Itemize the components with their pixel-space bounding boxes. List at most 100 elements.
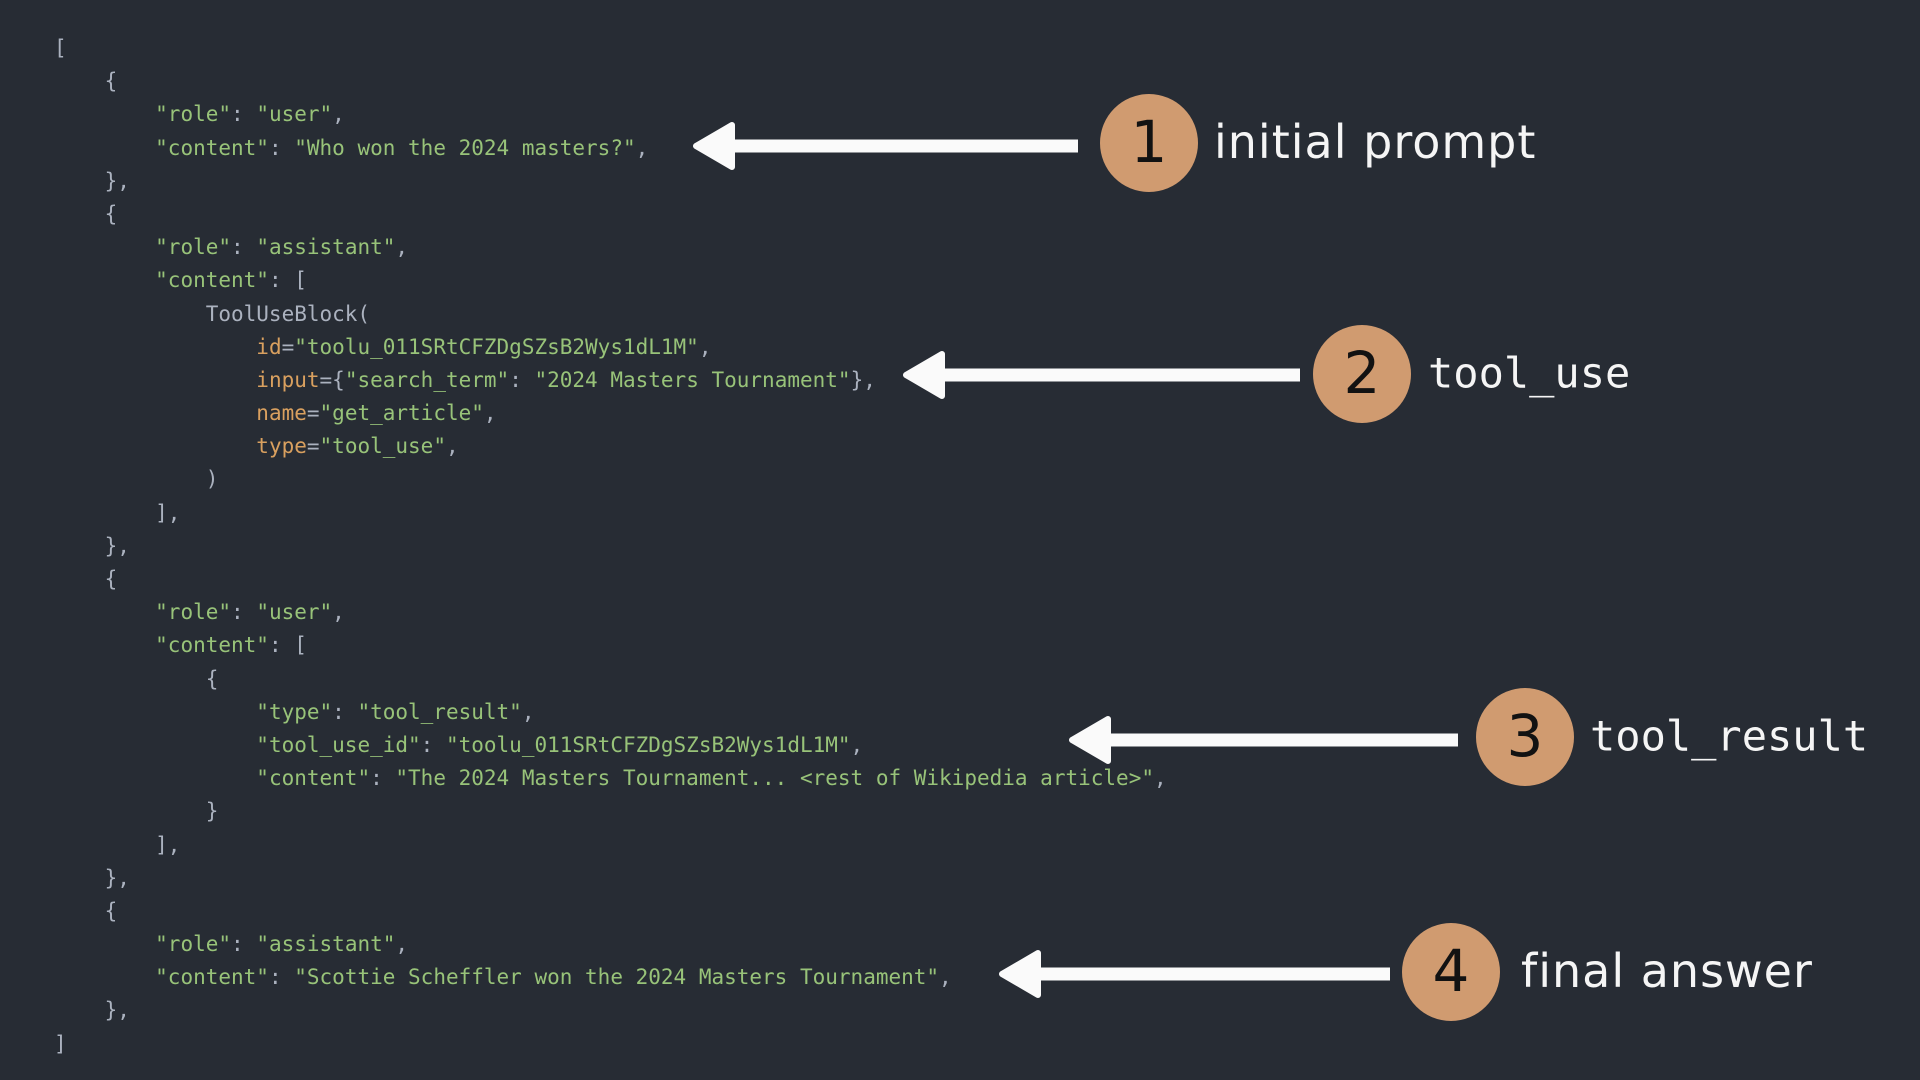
code-token: : <box>231 102 257 127</box>
code-token: { <box>54 69 118 94</box>
code-token: "role" <box>155 235 232 260</box>
code-token: "tool_use" <box>319 434 446 459</box>
code-line: "role": "assistant", <box>54 928 1167 961</box>
code-line: { <box>54 563 1167 596</box>
code-token: : <box>420 732 446 757</box>
code-token: , <box>850 732 864 757</box>
code-token: "tool_use_id" <box>256 732 421 757</box>
code-token: = <box>281 334 295 359</box>
annotation-arrow-3 <box>1069 716 1458 764</box>
code-token: "assistant" <box>256 235 396 260</box>
code-token: : [ <box>268 268 307 293</box>
code-token: ToolUseBlock( <box>54 301 371 326</box>
code-token: "toolu_011SRtCFZDgSZsB2Wys1dL1M" <box>294 334 699 359</box>
code-token: "toolu_011SRtCFZDgSZsB2Wys1dL1M" <box>445 732 851 757</box>
code-token: }, <box>54 865 130 890</box>
code-line: }, <box>54 862 1167 895</box>
code-token: "content" <box>155 965 269 990</box>
code-line: } <box>54 795 1167 828</box>
code-line: }, <box>54 994 1167 1027</box>
code-token: ], <box>54 832 181 857</box>
code-token: "content" <box>155 268 269 293</box>
code-line: "content": "Scottie Scheffler won the 20… <box>54 961 1167 994</box>
code-token: } <box>54 799 219 824</box>
code-token: , <box>483 401 497 426</box>
code-token: "Who won the 2024 masters?" <box>294 135 636 160</box>
code-token: }, <box>54 168 130 193</box>
code-token: , <box>521 699 535 724</box>
code-token: "2024 Masters Tournament" <box>534 367 851 392</box>
code-token: "tool_result" <box>357 699 522 724</box>
code-token: : <box>231 235 257 260</box>
annotation-arrow-1 <box>693 122 1078 170</box>
annotation-arrow-2 <box>903 351 1300 399</box>
code-line: type="tool_use", <box>54 430 1167 463</box>
code-token: "content" <box>155 135 269 160</box>
code-token: "type" <box>256 699 333 724</box>
code-token: , <box>332 102 345 127</box>
code-token: "user" <box>256 102 333 127</box>
code-token: : <box>370 766 396 791</box>
code-token: "Scottie Scheffler won the 2024 Masters … <box>294 965 940 990</box>
code-line: { <box>54 65 1167 98</box>
code-token: ={ <box>319 367 345 392</box>
code-token: [ <box>54 36 67 60</box>
code-token: : <box>231 600 257 625</box>
code-token: "role" <box>155 102 232 127</box>
code-token: , <box>395 235 409 260</box>
code-token: name <box>256 401 307 426</box>
code-token: id <box>256 334 282 359</box>
code-token: : <box>332 699 358 724</box>
code-line: "tool_use_id": "toolu_011SRtCFZDgSZsB2Wy… <box>54 729 1167 762</box>
code-token: }, <box>850 367 876 392</box>
code-token: }, <box>54 998 130 1023</box>
annotation-arrow-4 <box>999 950 1390 998</box>
code-token: "search_term" <box>344 367 510 392</box>
code-token: ] <box>54 1031 67 1056</box>
code-token: "assistant" <box>256 932 396 957</box>
code-token: , <box>332 600 345 625</box>
code-token: = <box>306 401 320 426</box>
code-token: { <box>54 567 118 591</box>
code-token: type <box>256 434 307 459</box>
code-line: ], <box>54 497 1167 530</box>
code-line: ToolUseBlock( <box>54 298 1167 331</box>
code-token: : <box>231 932 257 957</box>
code-line: ) <box>54 463 1167 496</box>
code-token: { <box>54 201 118 226</box>
code-token: input <box>256 367 320 392</box>
code-token: , <box>698 334 712 359</box>
code-token: { <box>54 898 118 923</box>
code-line: [ <box>54 32 1167 65</box>
code-line: { <box>54 198 1167 231</box>
code-line: input={"search_term": "2024 Masters Tour… <box>54 364 1167 397</box>
code-token: "user" <box>256 600 333 625</box>
code-line: name="get_article", <box>54 397 1167 430</box>
code-line: "content": "Who won the 2024 masters?", <box>54 132 1167 165</box>
code-token: { <box>54 666 219 691</box>
code-token: ], <box>54 500 181 525</box>
code-token: "content" <box>155 633 269 658</box>
code-line: "role": "user", <box>54 596 1167 629</box>
code-line: ], <box>54 829 1167 862</box>
code-token: "role" <box>155 600 232 625</box>
code-line: "content": [ <box>54 264 1167 297</box>
code-token: , <box>445 434 459 459</box>
code-token: = <box>306 434 320 459</box>
code-token: , <box>635 135 649 160</box>
code-token: : <box>268 965 295 990</box>
code-line: "role": "assistant", <box>54 231 1167 264</box>
code-line: "content": "The 2024 Masters Tournament.… <box>54 762 1167 795</box>
code-line: "type": "tool_result", <box>54 696 1167 729</box>
code-token: "get_article" <box>319 401 484 426</box>
code-line: "role": "user", <box>54 98 1167 131</box>
code-token: "role" <box>155 932 232 957</box>
code-token: : <box>268 135 295 160</box>
code-token: , <box>1153 766 1167 791</box>
code-token: ) <box>54 467 219 492</box>
code-token: : [ <box>268 633 307 658</box>
code-token: }, <box>54 533 130 558</box>
code-line: }, <box>54 530 1167 563</box>
